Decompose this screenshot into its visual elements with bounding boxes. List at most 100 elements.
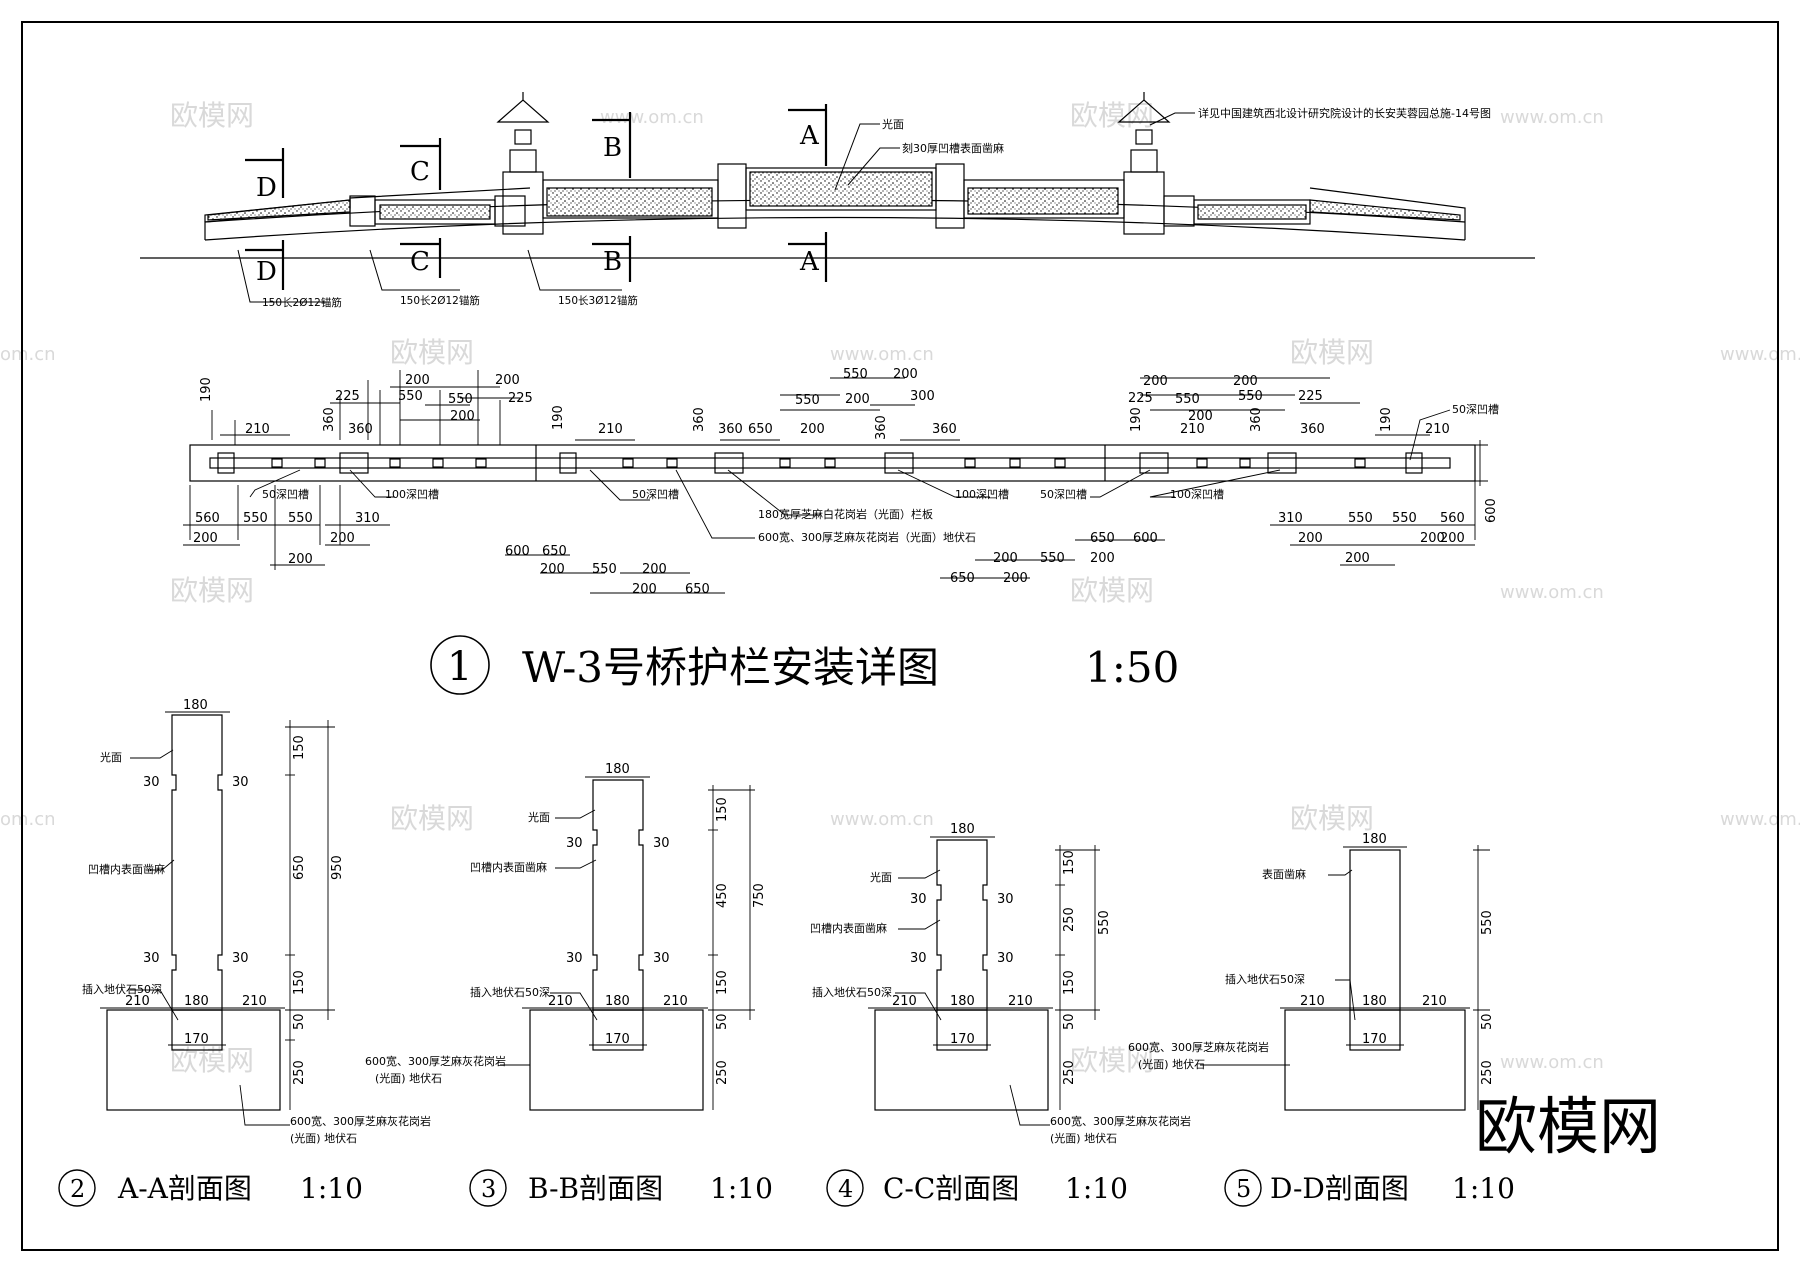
dim-200: 200 [450, 409, 475, 424]
dim-200: 200 [1298, 531, 1323, 546]
leader [898, 869, 941, 879]
plan-post [1405, 452, 1423, 474]
dim-200: 200 [1420, 531, 1445, 546]
dim-210: 210 [598, 422, 623, 437]
section-dimension-text: 180 30 30 30 30 210 180 210 170 150 650 … [125, 698, 1495, 1085]
dim-600: 600 [505, 544, 530, 559]
dim-550: 550 [448, 392, 473, 407]
title-text: W-3号桥护栏安装详图 [522, 643, 939, 692]
note-groove-50: 50深凹槽 [262, 488, 309, 501]
dim-310: 310 [1278, 511, 1303, 526]
dim-150: 150 [1062, 970, 1077, 995]
leader [898, 919, 941, 930]
watermark-layer: 欧模网 www.om.cn 欧模网 www.om.cn om.cn 欧模网 ww… [0, 99, 1800, 1077]
anchor-leader [369, 249, 460, 291]
dim-180: 180 [1362, 832, 1387, 847]
dim-30: 30 [653, 951, 670, 966]
rail-section-profile [171, 714, 223, 1011]
panel-stipple [546, 187, 713, 217]
dim-200: 200 [1143, 374, 1168, 389]
label-groove: 刻30厚凹槽表面凿麻 [902, 141, 1004, 155]
dim-200: 200 [1188, 409, 1213, 424]
note-groove-face: 凹槽内表面凿麻 [810, 921, 887, 935]
leader [130, 989, 179, 1021]
label-face-polished: 光面 [882, 117, 904, 131]
leader [1090, 469, 1151, 498]
watermark-text: 欧模网 [1070, 574, 1154, 607]
lantern-body [509, 149, 537, 173]
note-groove-100: 100深凹槽 [385, 488, 439, 501]
watermark-domain: om.cn [0, 344, 56, 365]
leader [895, 992, 942, 1021]
dim-600: 600 [1484, 498, 1499, 523]
note-sill-2: (光面) 地伏石 [375, 1071, 442, 1085]
note-sill-2: (光面) 地伏石 [290, 1131, 357, 1145]
watermark-url: www.om.cn [1720, 344, 1800, 365]
dim-210: 210 [1300, 994, 1325, 1009]
lantern-body [1130, 149, 1158, 173]
groove-square [666, 458, 678, 468]
watermark-big: 欧模网 [1475, 1090, 1661, 1163]
plan-post [884, 452, 914, 474]
dim-200: 200 [845, 392, 870, 407]
leader [1335, 979, 1356, 1021]
plan-dimension-text: 190 210 225 200 550 550 200 225 200 360 … [193, 367, 1499, 597]
note-sill-stone: 600宽、300厚芝麻灰花岗岩（光面）地伏石 [758, 530, 976, 544]
dim-550: 550 [243, 511, 268, 526]
section-title-scale: 1:10 [1065, 1172, 1128, 1205]
section-titles: 2 ② A-A剖面图 1:10 3 ③ B-B剖面图 1:10 4 ④ C-C剖… [58, 1169, 1515, 1207]
note-face: 光面 [100, 750, 122, 764]
sill-pocket [592, 1009, 644, 1051]
leader [1328, 869, 1353, 876]
groove-square [1054, 458, 1066, 468]
leader [555, 809, 596, 819]
dim-950: 950 [330, 855, 345, 880]
dim-210: 210 [245, 422, 270, 437]
dim-550: 550 [592, 562, 617, 577]
dim-180: 180 [605, 762, 630, 777]
watermark-url: www.om.cn [1500, 107, 1604, 128]
groove-square [475, 458, 487, 468]
groove-square [432, 458, 444, 468]
leader [130, 749, 174, 759]
section-title-text: C-C剖面图 [883, 1172, 1019, 1205]
plan-post [339, 452, 369, 474]
title-scale: 1:50 [1085, 643, 1179, 692]
dim-600: 600 [1133, 531, 1158, 546]
title-number-glyph: 5 [1236, 1175, 1251, 1203]
section-title-text: A-A剖面图 [117, 1172, 252, 1205]
note-sill-1: 600宽、300厚芝麻灰花岗岩 [290, 1114, 431, 1128]
panel-frame [1193, 199, 1311, 225]
note-groove-50: 50深凹槽 [1040, 488, 1087, 501]
dim-50: 50 [1062, 1013, 1077, 1030]
dim-550: 550 [1348, 511, 1373, 526]
section-letter-b: B [603, 247, 622, 277]
note-groove-100: 100深凹槽 [1170, 488, 1224, 501]
lantern-window [1135, 129, 1153, 145]
dim-200: 200 [1440, 531, 1465, 546]
note-surface-rough: 表面凿麻 [1262, 867, 1306, 881]
plan-post [559, 452, 577, 474]
dim-210: 210 [125, 994, 150, 1009]
leader [1149, 469, 1281, 498]
groove-square [1239, 458, 1251, 468]
leader [675, 469, 755, 539]
sill-pocket [1349, 1009, 1401, 1051]
label-anchor-right: 150长3Ø12锚筋 [558, 294, 638, 307]
leader [1009, 1084, 1050, 1126]
section-details [100, 711, 1490, 1126]
dim-250: 250 [1480, 1060, 1495, 1085]
dim-360: 360 [1300, 422, 1325, 437]
dim-360: 360 [932, 422, 957, 437]
note-sill-1: 600宽、300厚芝麻灰花岗岩 [365, 1054, 506, 1068]
dim-210: 210 [663, 994, 688, 1009]
dim-550: 550 [1175, 392, 1200, 407]
dim-30: 30 [653, 836, 670, 851]
anchor-leader [527, 249, 622, 291]
bridge-arch-bottom [204, 216, 1466, 241]
note-sill-1: 600宽、300厚芝麻灰花岗岩 [1050, 1114, 1191, 1128]
panel-stipple [379, 204, 491, 220]
leader-face [834, 123, 880, 191]
dim-550: 550 [843, 367, 868, 382]
